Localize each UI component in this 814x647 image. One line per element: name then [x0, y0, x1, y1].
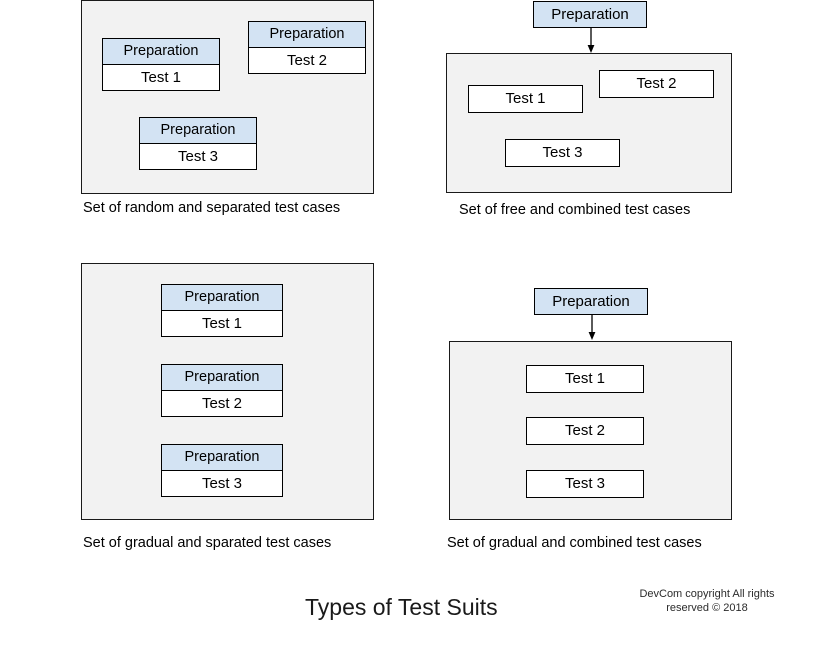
card-test2-panel3: Preparation Test 2 — [161, 364, 283, 417]
card-head-preparation: Preparation — [140, 118, 256, 144]
copyright-notice: DevCom copyright All rights reserved © 2… — [639, 588, 775, 614]
card-head-preparation: Preparation — [162, 445, 282, 471]
caption-gradual-combined: Set of gradual and combined test cases — [447, 535, 702, 551]
card-test1-panel3: Preparation Test 1 — [161, 284, 283, 337]
card-body-test: Test 1 — [140, 69, 182, 86]
card-body-test: Test 1 — [201, 315, 243, 332]
card-test2-panel1: Preparation Test 2 — [248, 21, 366, 74]
caption-free-combined: Set of free and combined test cases — [459, 202, 691, 218]
testbox-test1-panel2: Test 1 — [468, 85, 583, 113]
card-head-preparation: Preparation — [103, 39, 219, 65]
preparation-box-panel4: Preparation — [534, 288, 648, 315]
testbox-test3-panel4: Test 3 — [526, 470, 644, 498]
card-body-test: Test 3 — [177, 148, 219, 165]
arrow-down-panel4 — [588, 315, 596, 340]
testbox-test2-panel4: Test 2 — [526, 417, 644, 445]
card-test3-panel1: Preparation Test 3 — [139, 117, 257, 170]
caption-random-separated: Set of random and separated test cases — [83, 200, 341, 216]
caption-gradual-separated: Set of gradual and sparated test cases — [83, 535, 332, 551]
card-head-preparation: Preparation — [162, 285, 282, 311]
card-body-test: Test 2 — [201, 395, 243, 412]
arrow-down-panel2 — [587, 27, 595, 53]
preparation-box-panel2: Preparation — [533, 1, 647, 28]
diagram-title: Types of Test Suits — [305, 594, 498, 620]
card-head-preparation: Preparation — [249, 22, 365, 48]
testbox-test3-panel2: Test 3 — [505, 139, 620, 167]
card-test3-panel3: Preparation Test 3 — [161, 444, 283, 497]
card-body-test: Test 3 — [201, 475, 243, 492]
card-test1-panel1: Preparation Test 1 — [102, 38, 220, 91]
card-head-preparation: Preparation — [162, 365, 282, 391]
testbox-test2-panel2: Test 2 — [599, 70, 714, 98]
card-body-test: Test 2 — [286, 52, 328, 69]
testbox-test1-panel4: Test 1 — [526, 365, 644, 393]
